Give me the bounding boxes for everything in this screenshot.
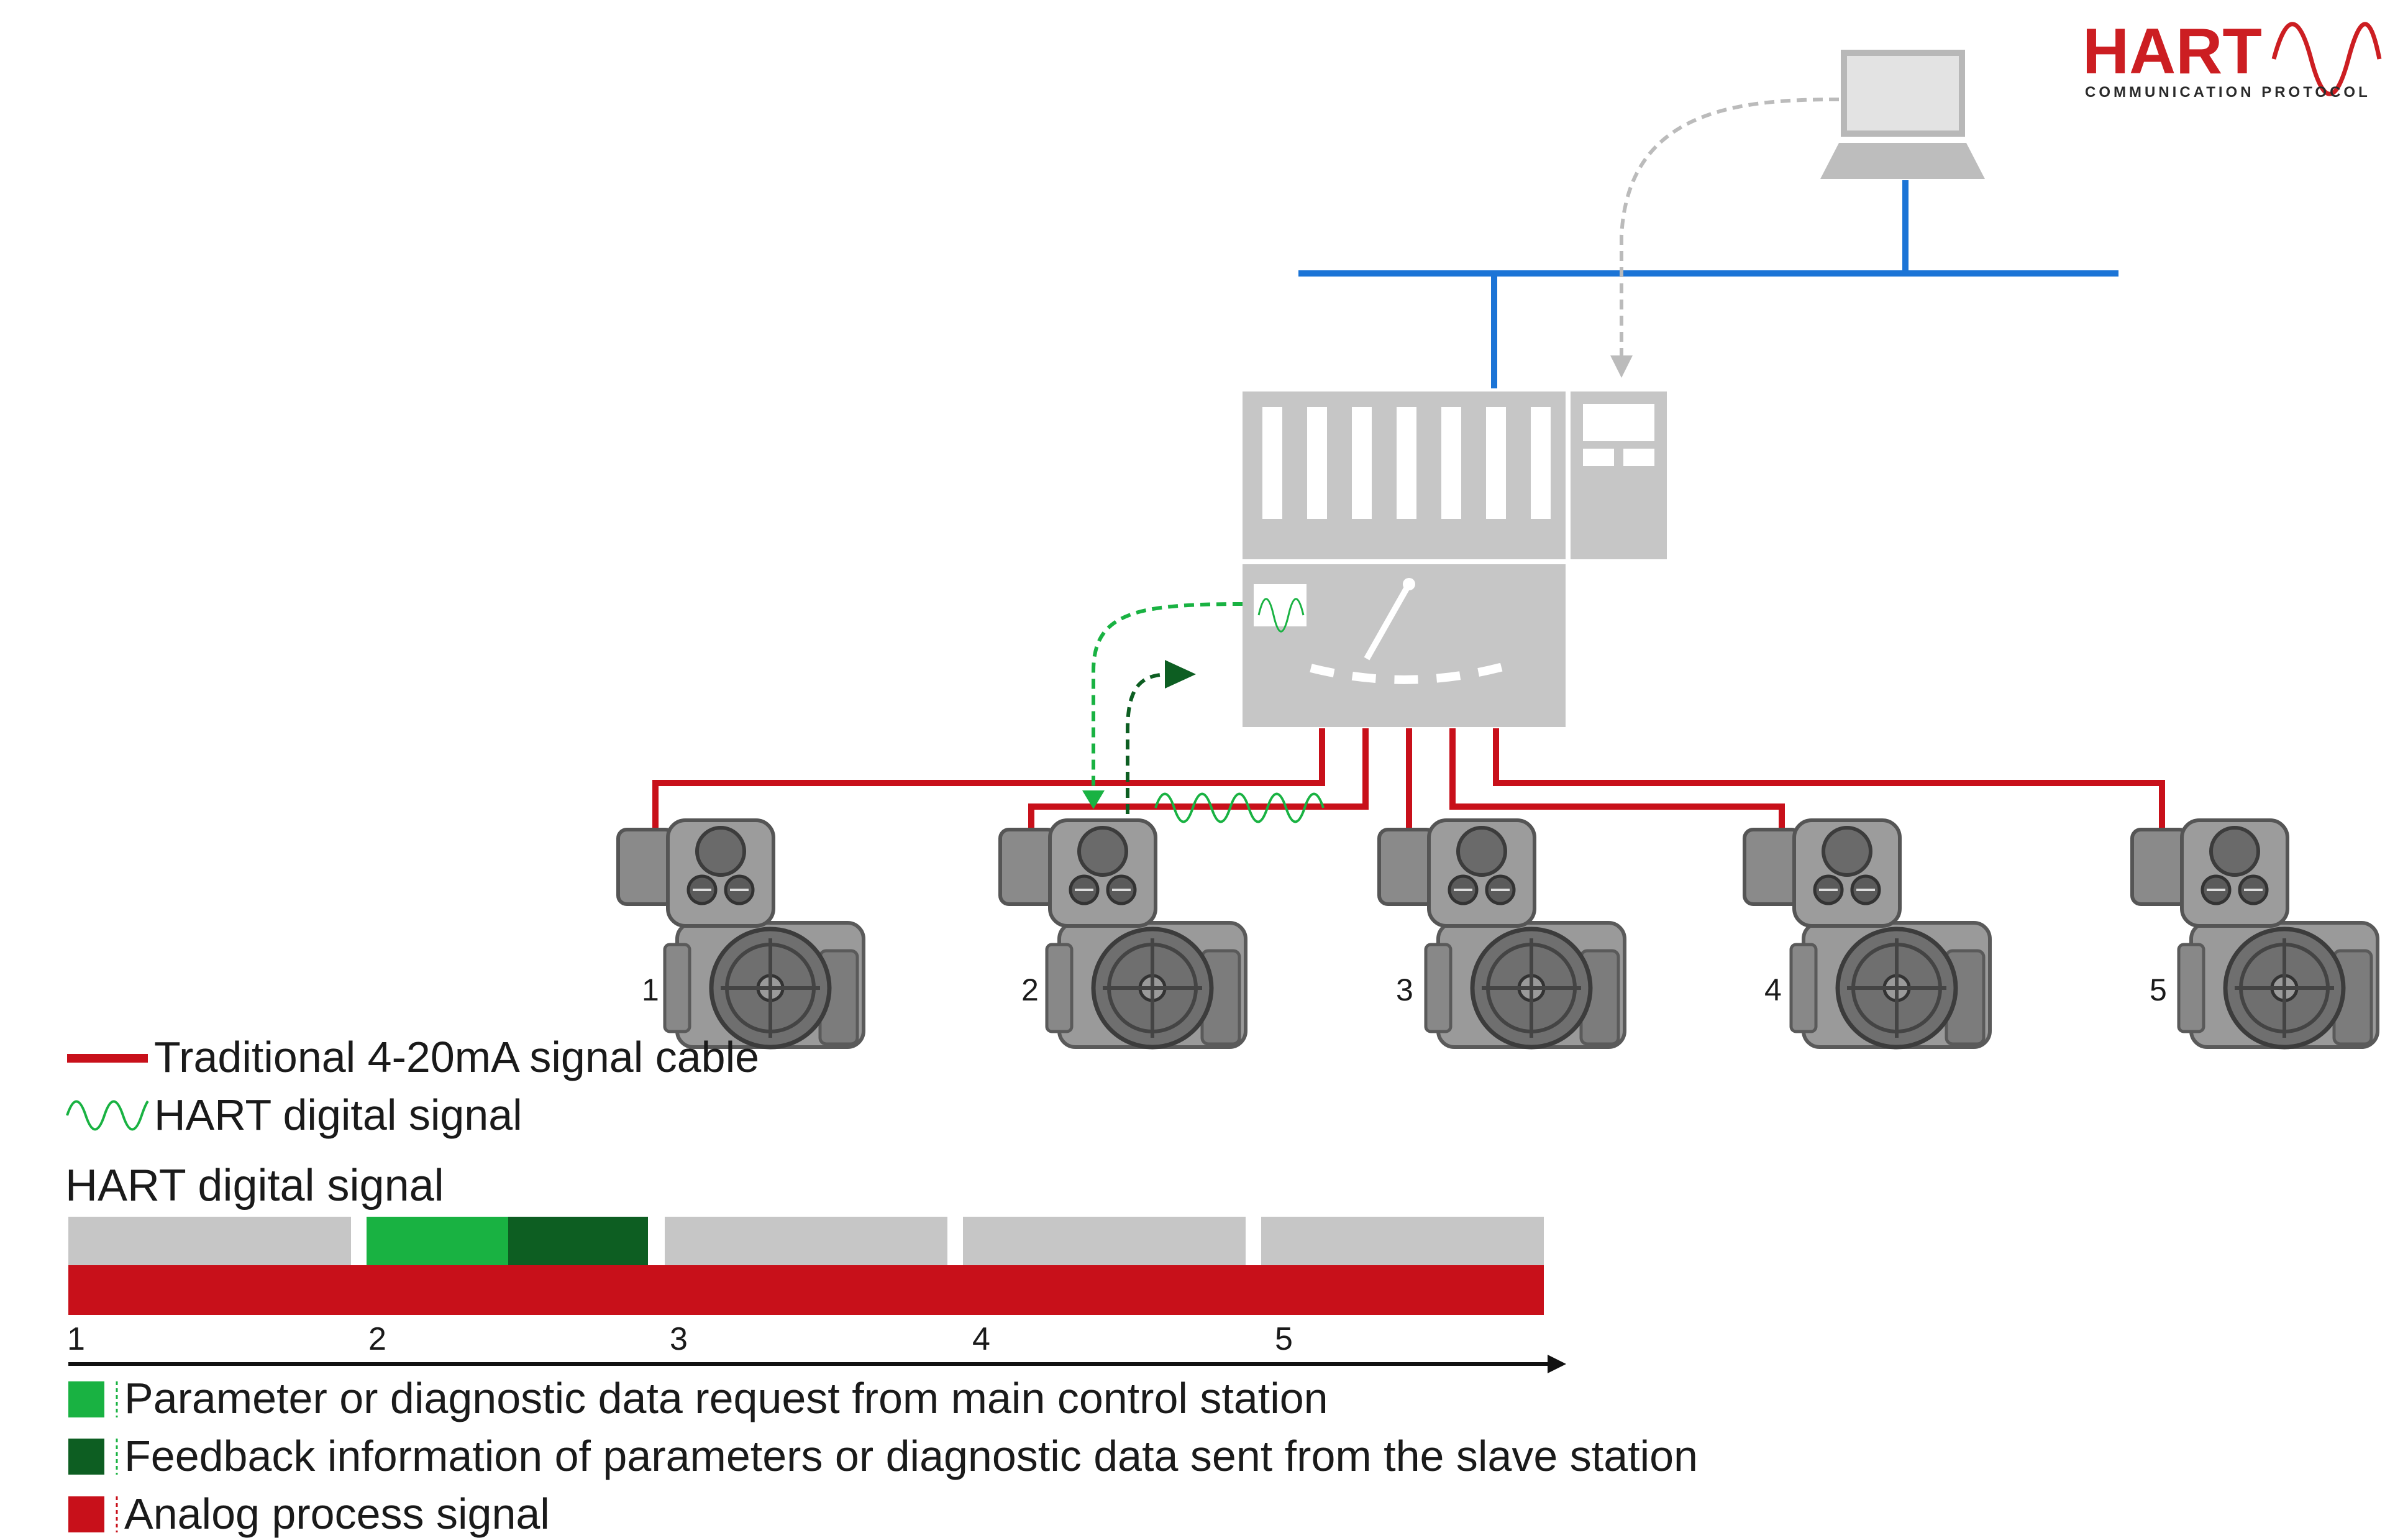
analog-key-label: Analog process signal bbox=[124, 1490, 550, 1538]
controller-rack bbox=[1243, 391, 1667, 559]
analog-swatch bbox=[68, 1496, 104, 1532]
cable-legend-label: Traditional 4-20mA signal cable bbox=[154, 1033, 759, 1081]
hart-legend-swatch bbox=[66, 1100, 149, 1131]
device-label-5: 5 bbox=[2150, 973, 2167, 1007]
hart-logo-subtitle: COMMUNICATION PROTOCOL bbox=[2085, 84, 2371, 101]
actuator-5 bbox=[2132, 820, 2378, 1047]
signal-cables bbox=[652, 728, 2165, 839]
actuator-4 bbox=[1744, 820, 1990, 1047]
hart-sine-icon bbox=[2271, 22, 2382, 96]
actuator-3 bbox=[1379, 820, 1625, 1047]
request-swatch bbox=[68, 1381, 104, 1417]
timeline-tick-2: 2 bbox=[368, 1321, 386, 1357]
request-path bbox=[1092, 602, 1243, 799]
timeline-title: HART digital signal bbox=[65, 1161, 444, 1211]
request-key-label: Parameter or diagnostic data request fro… bbox=[124, 1374, 1328, 1422]
timeline-tick-1: 1 bbox=[67, 1321, 85, 1357]
laptop-icon bbox=[1820, 50, 1985, 179]
hart-sine-icon bbox=[1257, 598, 1305, 633]
hart-slot-bar bbox=[68, 1217, 1544, 1265]
actuator-1 bbox=[618, 820, 864, 1047]
device-label-3: 3 bbox=[1396, 973, 1413, 1007]
hart-logo: HART COMMUNICATION PROTOCOL bbox=[2082, 16, 2382, 101]
feedback-key-label: Feedback information of parameters or di… bbox=[124, 1432, 1698, 1480]
feedback-path bbox=[1126, 672, 1172, 814]
device-label-2: 2 bbox=[1021, 973, 1039, 1007]
device-label-1: 1 bbox=[642, 973, 659, 1007]
device-label-4: 4 bbox=[1764, 973, 1782, 1007]
request-arrowhead bbox=[1082, 790, 1105, 809]
hart-logo-word: HART bbox=[2082, 16, 2262, 88]
timeline-tick-3: 3 bbox=[670, 1321, 688, 1357]
laptop-to-controller-link bbox=[1610, 98, 1840, 378]
timeline-tick-4: 4 bbox=[972, 1321, 990, 1357]
hart-legend-label: HART digital signal bbox=[154, 1091, 522, 1139]
timeline-tick-5: 5 bbox=[1275, 1321, 1293, 1357]
feedback-arrowhead bbox=[1165, 660, 1196, 689]
feedback-swatch bbox=[68, 1439, 104, 1475]
analog-io-module bbox=[1243, 564, 1566, 727]
hart-signal-wave bbox=[1154, 792, 1325, 823]
analog-signal-bar bbox=[68, 1265, 1544, 1315]
actuator-2 bbox=[1000, 820, 1246, 1047]
